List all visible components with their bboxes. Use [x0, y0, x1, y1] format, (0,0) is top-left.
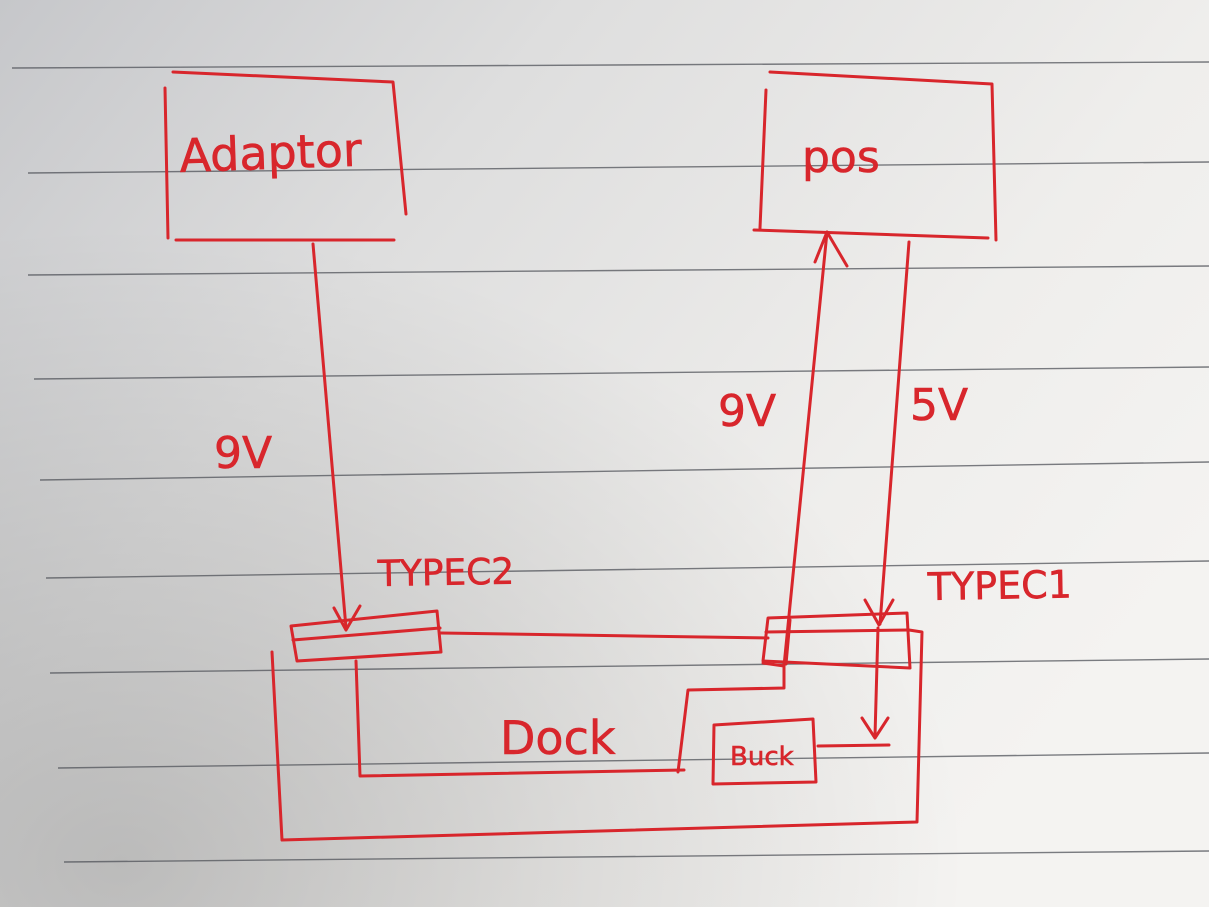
typec1-to-buck-arrowhead [860, 716, 890, 740]
pos-to-dock-wire [878, 240, 911, 626]
dock-outline [270, 628, 924, 842]
rule-line [39, 461, 1209, 481]
rule-line [11, 61, 1209, 69]
buck-output-wire [816, 743, 891, 748]
pos-label: pos [802, 132, 880, 183]
rule-line [33, 366, 1209, 380]
pos-to-dock-arrowhead [863, 598, 895, 627]
typec1-inner-line [764, 628, 910, 634]
rule-line [27, 161, 1209, 174]
rule-line [57, 752, 1209, 769]
dock-to-pos-arrowhead [813, 230, 849, 268]
buck-input-wire [676, 662, 786, 774]
adaptor-voltage-label: 9V [214, 428, 272, 479]
typec1-divider [784, 618, 792, 666]
adaptor-to-dock-arrowhead [332, 604, 362, 632]
buck-label: Buck [730, 742, 794, 772]
typec2-outline [289, 609, 443, 663]
adaptor-label: Adaptor [178, 123, 362, 183]
pos-box-outline [752, 70, 998, 242]
dock-to-pos-voltage-label: 9V [718, 386, 776, 437]
adaptor-block [163, 70, 408, 242]
typec2-inner-line [291, 626, 442, 642]
adaptor-box-outline [163, 70, 408, 242]
rule-line [27, 265, 1209, 276]
rule-line [49, 658, 1209, 674]
pos-to-dock-voltage-label: 5V [910, 380, 968, 431]
buck-block [711, 717, 818, 786]
pos-block [752, 70, 998, 242]
typec1-to-buck-wire [873, 626, 880, 738]
buck-box-outline [711, 717, 818, 786]
rule-line [63, 850, 1209, 863]
ink-drawing [163, 70, 998, 842]
dock-label: Dock [500, 711, 616, 765]
rule-lines [11, 61, 1209, 863]
rule-line [45, 560, 1209, 579]
dock-block [270, 628, 924, 842]
labels: Adaptor pos 9V 9V 5V TYPEC2 TYPEC1 Dock … [178, 122, 1072, 772]
typec1-connector [761, 611, 912, 670]
typec1-outline [761, 611, 912, 670]
typec1-label: TYPEC1 [926, 562, 1072, 609]
typec2-label: TYPEC2 [376, 552, 514, 595]
adaptor-to-dock-wire [311, 242, 348, 630]
typec2-connector [289, 609, 443, 663]
typec2-internal-wire [354, 659, 686, 778]
